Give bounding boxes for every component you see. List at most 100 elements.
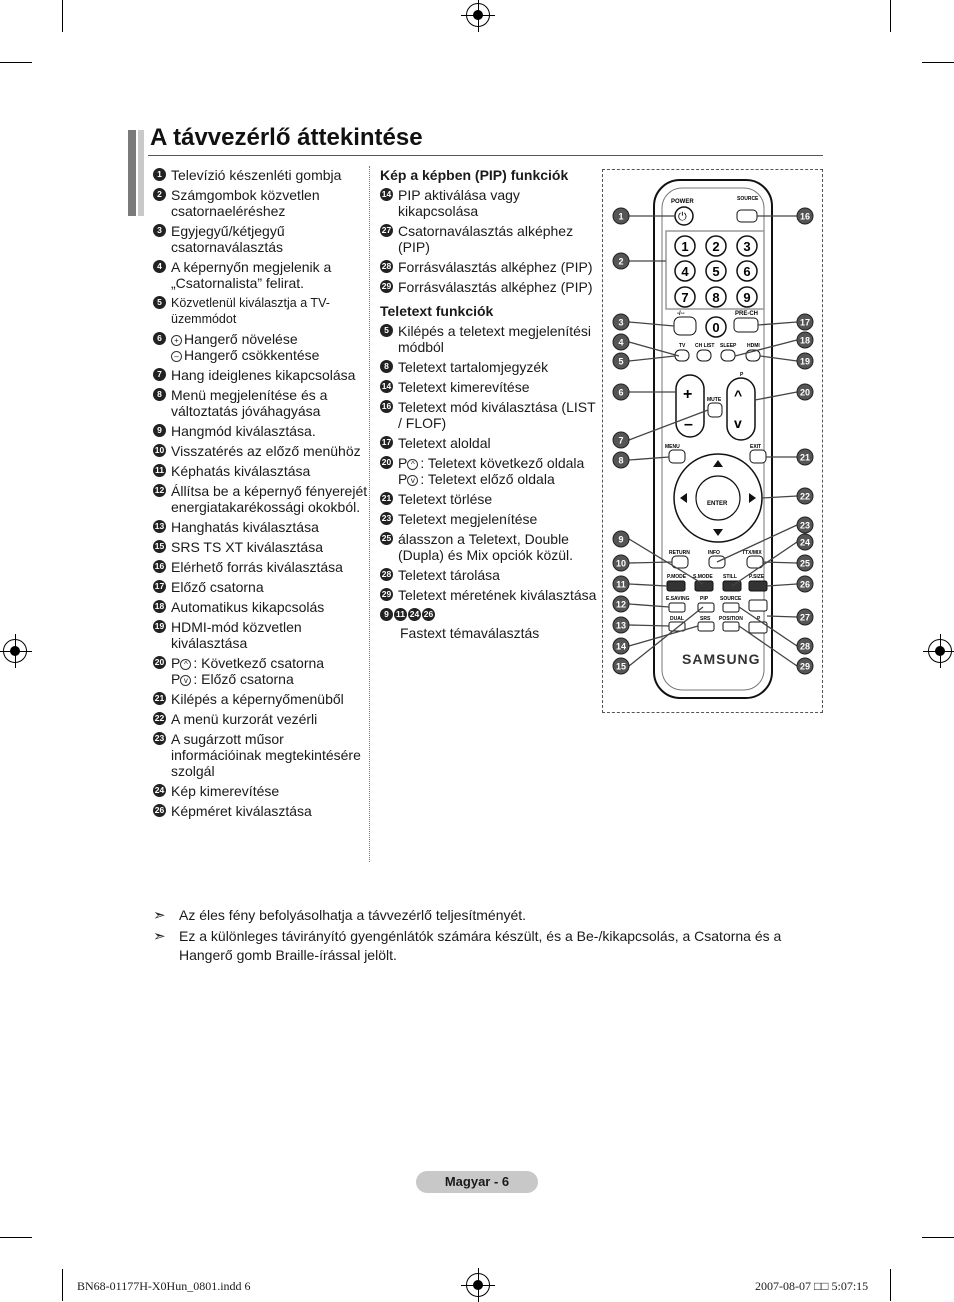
pip-channel-down-button[interactable] bbox=[748, 621, 768, 634]
dash-label: -/-- bbox=[677, 311, 685, 317]
function-text: Teletext tartalomjegyzék bbox=[398, 359, 598, 375]
callout-number-icon: 14 bbox=[380, 380, 393, 393]
digit-button-5[interactable] bbox=[705, 260, 727, 282]
callout-number: 13 bbox=[616, 621, 626, 631]
callout-number: 2 bbox=[618, 257, 623, 267]
digit-button-7[interactable] bbox=[674, 286, 696, 308]
callout-number-icon: 28 bbox=[380, 568, 393, 581]
function-line: Kép kimerevítése bbox=[171, 783, 368, 799]
pip-label: PIP bbox=[700, 596, 709, 602]
function-line: Forrásválasztás alképhez (PIP) bbox=[398, 259, 598, 275]
exit-button[interactable] bbox=[749, 449, 767, 464]
chlist-label: CH LIST bbox=[695, 343, 714, 349]
menu-label: MENU bbox=[665, 444, 680, 450]
function-label: Televízió készenléti gombja bbox=[171, 167, 342, 183]
digit-label: 5 bbox=[712, 264, 719, 279]
callout-number-icon: 21 bbox=[380, 492, 393, 505]
function-text: Csatornaválasztás alképhez (PIP) bbox=[398, 223, 598, 255]
function-text: A képernyőn megjelenik a „Csatornalista”… bbox=[171, 259, 368, 291]
function-text: HDMI-mód közvetlen kiválasztása bbox=[171, 619, 368, 651]
dash-button[interactable] bbox=[673, 316, 697, 336]
page-number-badge: Magyar - 6 bbox=[416, 1171, 538, 1193]
enter-button[interactable] bbox=[695, 475, 741, 521]
digit-button-9[interactable] bbox=[736, 286, 758, 308]
digit-button-2[interactable] bbox=[705, 235, 727, 257]
sleep-button[interactable] bbox=[720, 349, 736, 362]
note-arrow-icon: ➣ bbox=[153, 928, 166, 945]
p-prefix: P bbox=[171, 655, 181, 671]
digit-button-3[interactable] bbox=[736, 235, 758, 257]
source2-button[interactable] bbox=[722, 602, 740, 613]
function-line: Képhatás kiválasztása bbox=[171, 463, 368, 479]
callout-number-icon: 29 bbox=[380, 280, 393, 293]
mute-label: MUTE bbox=[707, 397, 722, 403]
volume-down-icon: – bbox=[171, 351, 182, 362]
function-text: Hangmód kiválasztása. bbox=[171, 423, 368, 439]
channel-rocker[interactable] bbox=[726, 377, 756, 441]
p-label: P bbox=[740, 372, 744, 378]
callout-number: 16 bbox=[800, 212, 810, 222]
crop-mark bbox=[62, 0, 63, 32]
callout-number-icon: 16 bbox=[153, 560, 166, 573]
callout-number-icon: 1 bbox=[153, 168, 166, 181]
callout-number-icon: 6 bbox=[153, 332, 166, 345]
registration-mark-icon bbox=[461, 1268, 495, 1302]
function-text: Állítsa be a képernyő fényerejét energia… bbox=[171, 483, 368, 515]
function-line: Teletext tárolása bbox=[398, 567, 598, 583]
pip-button[interactable] bbox=[697, 602, 715, 613]
srs-button[interactable] bbox=[697, 621, 715, 632]
volume-rocker[interactable] bbox=[675, 374, 705, 438]
esaving-button[interactable] bbox=[668, 602, 686, 613]
footer-file-name: BN68-01177H-X0Hun_0801.indd 6 bbox=[77, 1279, 251, 1293]
callout-number: 4 bbox=[618, 338, 623, 348]
pip-heading: Kép a képben (PIP) funkciók bbox=[380, 167, 569, 183]
function-label: Teletext tartalomjegyzék bbox=[398, 359, 549, 375]
prech-label: PRE-CH bbox=[735, 311, 758, 317]
chlist-button[interactable] bbox=[696, 349, 712, 362]
callout-circle bbox=[612, 451, 630, 469]
callout-number: 26 bbox=[800, 580, 810, 590]
callout-number: 14 bbox=[616, 642, 626, 652]
position-button[interactable] bbox=[722, 621, 740, 632]
pip-channel-up-button[interactable] bbox=[748, 599, 768, 612]
function-line: Teletext tartalomjegyzék bbox=[398, 359, 598, 375]
callout-number: 10 bbox=[616, 559, 626, 569]
function-text: Teletext mód kiválasztása (LIST / FLOF) bbox=[398, 399, 598, 431]
power-icon: ⏻ bbox=[678, 211, 687, 223]
smode-button[interactable] bbox=[694, 580, 714, 592]
registration-mark-icon bbox=[461, 0, 495, 32]
digit-button-0[interactable] bbox=[705, 316, 727, 338]
digit-button-8[interactable] bbox=[705, 286, 727, 308]
digit-button-6[interactable] bbox=[736, 260, 758, 282]
prech-button[interactable] bbox=[733, 317, 759, 333]
digit-button-1[interactable] bbox=[674, 235, 696, 257]
callout-number-icon: 9 bbox=[380, 608, 393, 621]
callout-number: 23 bbox=[800, 521, 810, 531]
digit-label: 6 bbox=[743, 264, 750, 279]
registration-mark-icon bbox=[0, 634, 32, 668]
function-text: Visszatérés az előző menühöz bbox=[171, 443, 368, 459]
psize-button[interactable] bbox=[748, 580, 768, 592]
pmode-button[interactable] bbox=[666, 580, 686, 592]
esaving-label: E.SAVING bbox=[666, 596, 690, 602]
function-text: PIP aktiválása vagy kikapcsolása bbox=[398, 187, 598, 219]
callout-number-icon: 7 bbox=[153, 368, 166, 381]
callout-number-icon: 24 bbox=[408, 608, 421, 621]
menu-button[interactable] bbox=[668, 449, 686, 464]
function-line: A képernyőn megjelenik a „Csatornalista”… bbox=[171, 259, 368, 291]
function-line: P^: Teletext következő oldala bbox=[398, 455, 598, 471]
callout-number-icon: 17 bbox=[153, 580, 166, 593]
function-text: Elérhető forrás kiválasztása bbox=[171, 559, 368, 575]
callout-circle bbox=[612, 431, 630, 449]
channel-down-icon: v bbox=[180, 675, 192, 686]
crop-mark bbox=[0, 62, 32, 63]
callout-number: 25 bbox=[800, 559, 810, 569]
mute-button[interactable] bbox=[707, 402, 723, 418]
digit-button-4[interactable] bbox=[674, 260, 696, 282]
function-line: Forrásválasztás alképhez (PIP) bbox=[398, 279, 598, 295]
source-button[interactable] bbox=[736, 209, 758, 223]
